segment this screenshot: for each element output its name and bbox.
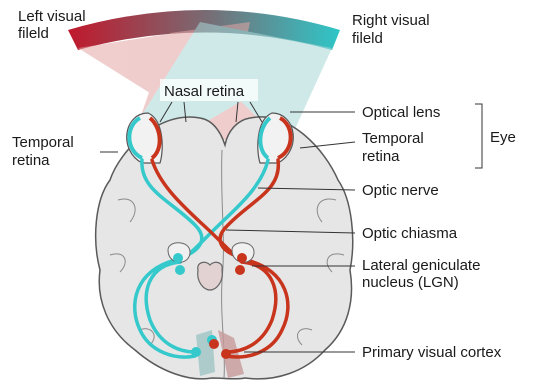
optic-nerve-label: Optic nerve	[362, 182, 439, 199]
temporal-retina-right-label-2: retina	[362, 148, 400, 165]
lgn-label-2: nucleus (LGN)	[362, 274, 459, 291]
nasal-retina-label: Nasal retina	[164, 83, 245, 100]
temporal-retina-left-label-2: retina	[12, 152, 50, 169]
cortex-dot-red-2	[209, 339, 219, 349]
eye-bracket	[475, 104, 482, 168]
right-visual-field-label: Right visual	[352, 12, 430, 29]
optic-chiasma-label: Optic chiasma	[362, 225, 458, 242]
cortex-dot-cyan-1	[191, 347, 201, 357]
brainstem	[198, 262, 223, 290]
right-visual-field-label-2: fileld	[352, 30, 383, 47]
left-visual-field-label-2: fileld	[18, 25, 49, 42]
eye-label: Eye	[490, 129, 516, 146]
temporal-retina-left-label: Temporal	[12, 134, 74, 151]
optical-lens-label: Optical lens	[362, 104, 440, 121]
left-visual-field-label: Left visual	[18, 8, 86, 25]
cortex-dot-red-1	[221, 349, 231, 359]
lgn-label: Lateral geniculate	[362, 257, 480, 274]
temporal-retina-right-label: Temporal	[362, 130, 424, 147]
primary-visual-cortex-label: Primary visual cortex	[362, 344, 502, 361]
